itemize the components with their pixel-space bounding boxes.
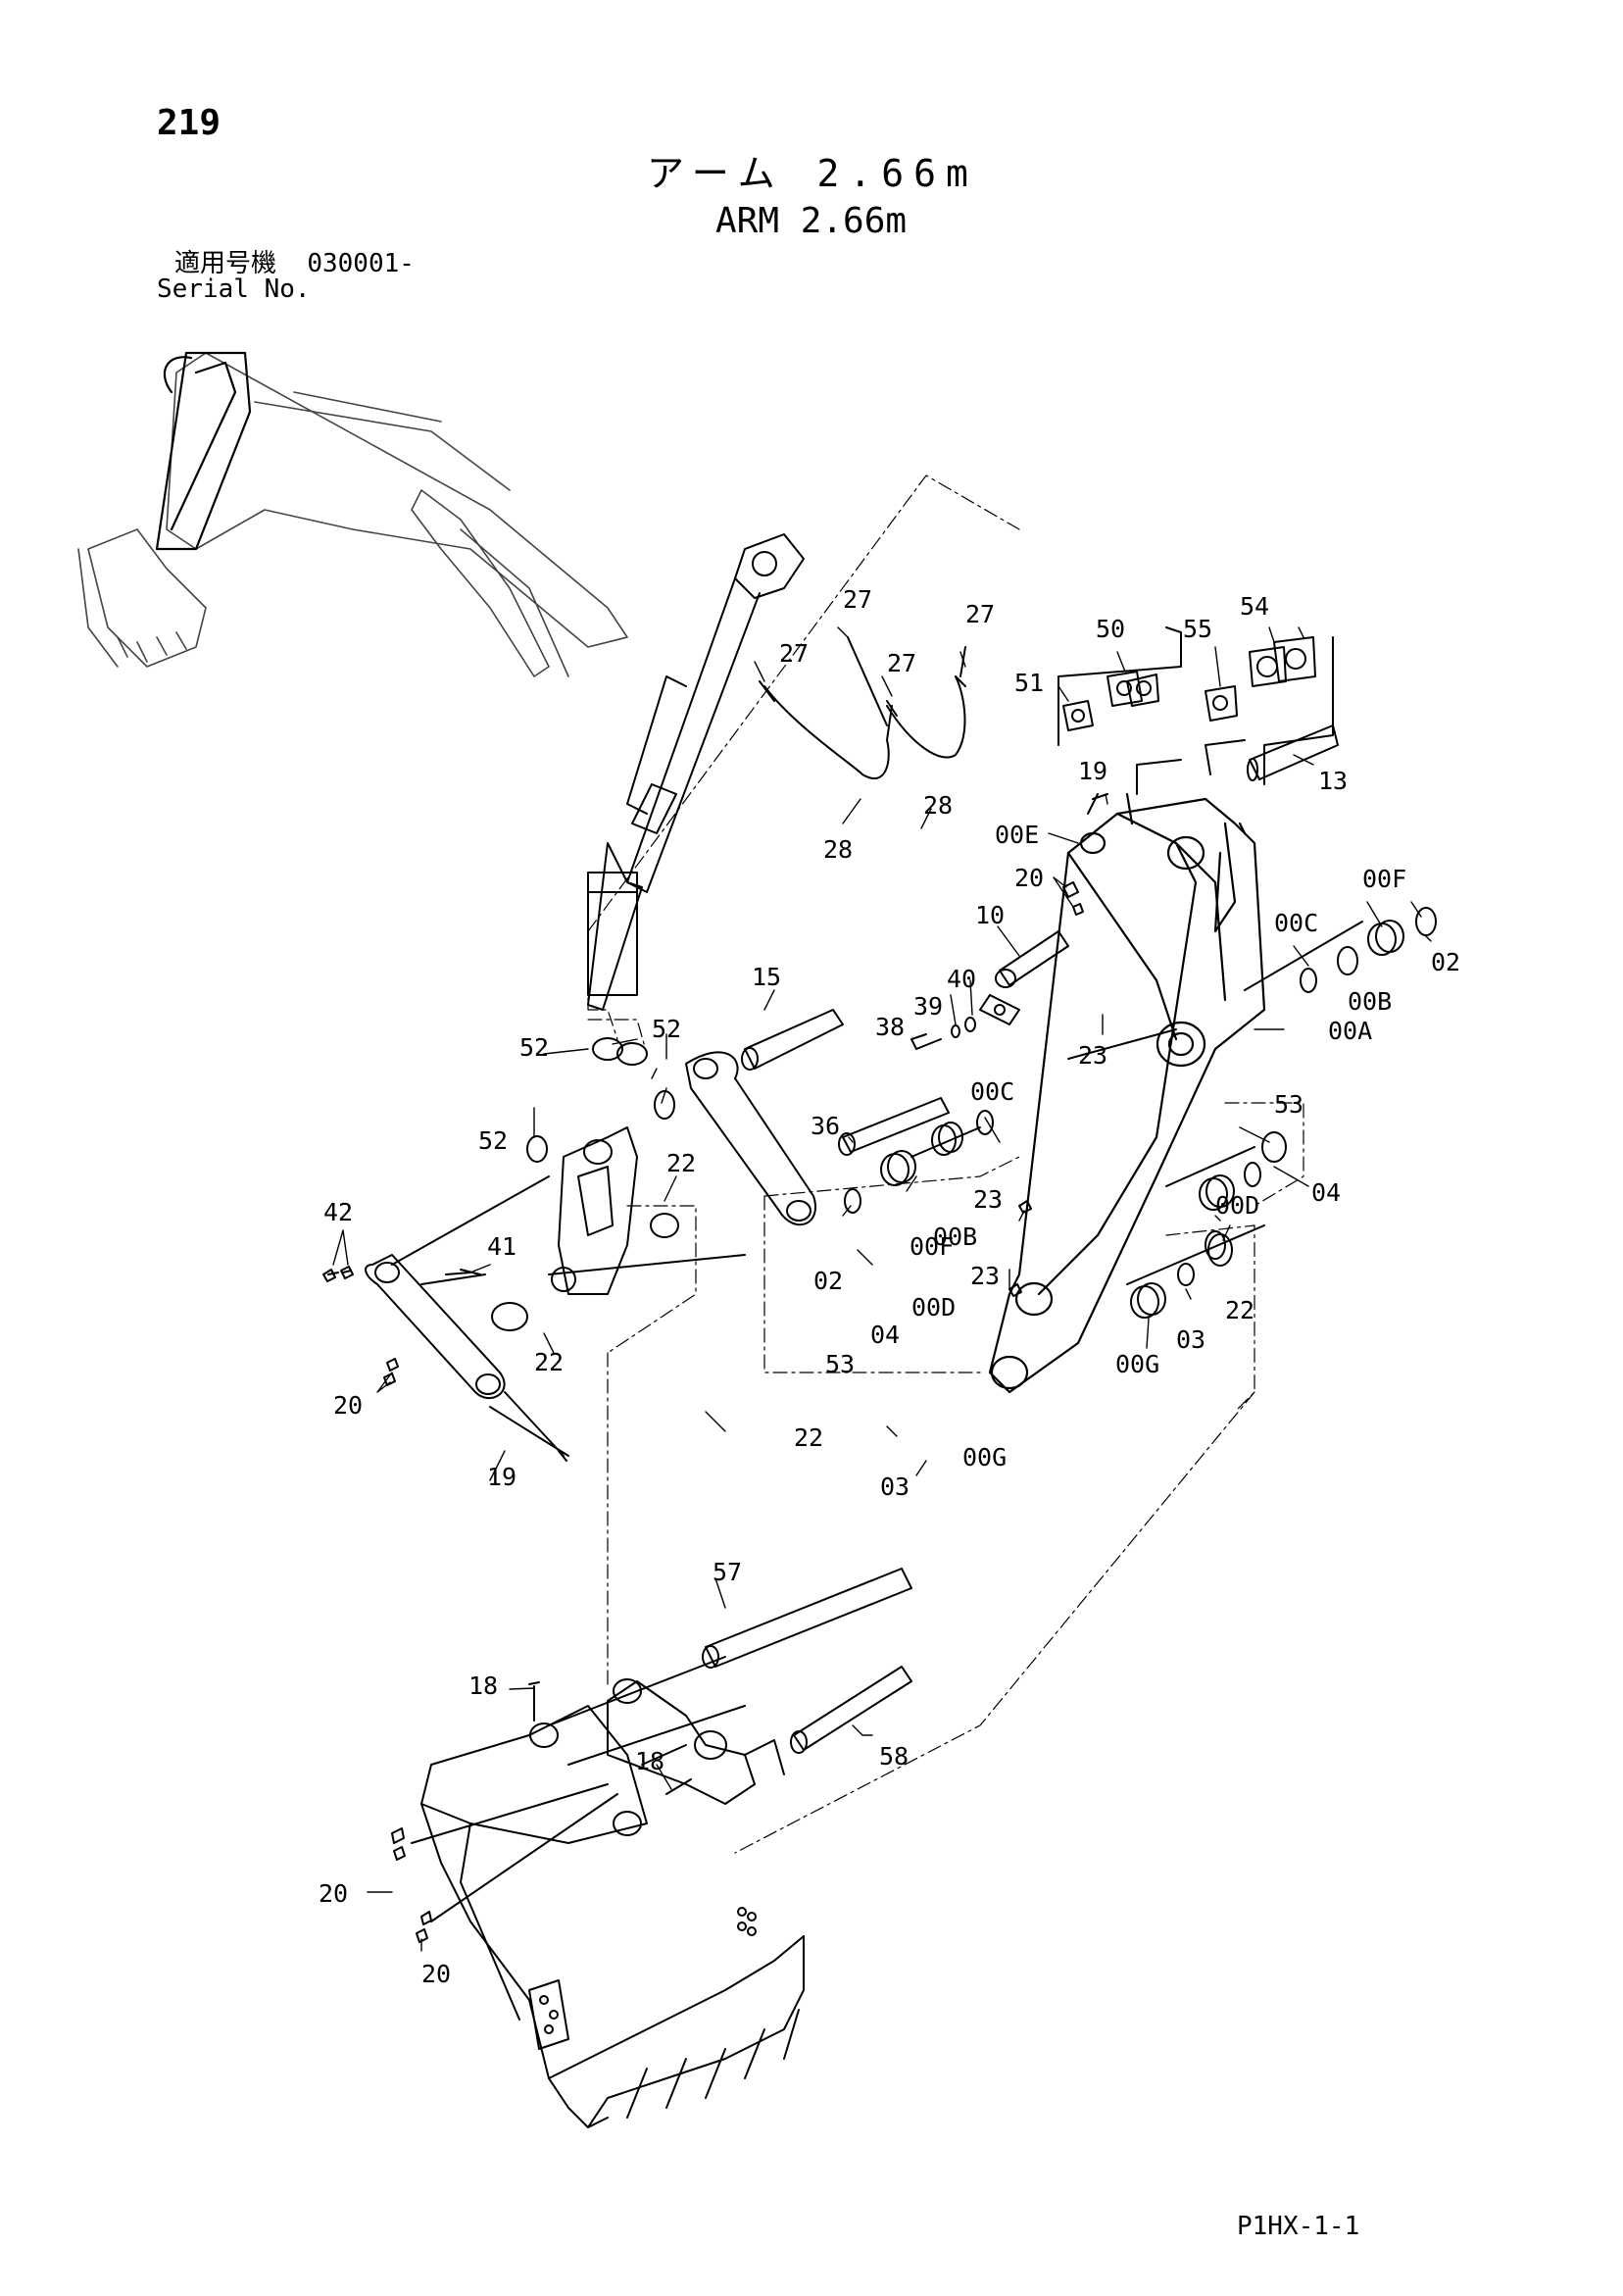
callout-label: 00E [995, 821, 1039, 849]
callout-label: 27 [779, 639, 809, 668]
callout-label: 20 [421, 1960, 451, 1988]
assembly-frames [587, 474, 1304, 1854]
callout-label: 00B [933, 1223, 977, 1251]
pin-10-assembly [910, 793, 1108, 1050]
callout-label: 00C [970, 1077, 1014, 1106]
callout-label: 04 [870, 1321, 900, 1349]
callout-label: 00G [1115, 1350, 1159, 1378]
callout-label: 41 [487, 1232, 516, 1261]
callout-label: 40 [947, 965, 976, 993]
callout-label: 22 [534, 1348, 564, 1376]
callout-label: 15 [752, 963, 781, 991]
callout-label: 20 [333, 1391, 363, 1420]
serial-label-english: Serial No. [157, 275, 311, 304]
callout-label: 00D [911, 1293, 956, 1322]
callout-label: 36 [811, 1112, 840, 1140]
callout-label: 00C [1274, 909, 1318, 937]
bushings-right [1067, 907, 1437, 1319]
callout-label: 02 [813, 1267, 843, 1295]
callout-label: 38 [875, 1013, 905, 1041]
callout-label: 00F [1362, 865, 1406, 893]
callout-label: 53 [825, 1350, 855, 1378]
callout-label: 52 [652, 1015, 681, 1043]
callout-label: 58 [879, 1742, 909, 1771]
drawing-code: P1HX-1-1 [1237, 2212, 1360, 2241]
callout-label: 19 [487, 1463, 516, 1491]
callout-label: 22 [794, 1423, 823, 1452]
page-number: 219 [157, 103, 221, 143]
callout-label: 20 [1014, 864, 1044, 892]
callout-label: 22 [1225, 1296, 1254, 1324]
callout-label: 20 [319, 1879, 348, 1908]
callout-label: 27 [887, 649, 916, 677]
callout-label: 03 [1176, 1325, 1205, 1354]
callout-label: 27 [965, 600, 995, 628]
page-title-japanese: アーム 2.66m [647, 152, 978, 195]
callout-label: 54 [1240, 592, 1269, 621]
page-title-english: ARM 2.66m [715, 201, 908, 241]
callout-label: 51 [1014, 669, 1044, 697]
callout-label: 28 [923, 791, 953, 820]
callout-label: 03 [880, 1472, 910, 1501]
callout-label: 04 [1311, 1178, 1341, 1207]
callout-label: 02 [1431, 948, 1460, 976]
callout-label: 39 [913, 992, 943, 1021]
callout-label: 42 [323, 1198, 353, 1226]
serial-number-value: 030001- [307, 249, 415, 278]
arm-body [988, 792, 1266, 1394]
callout-label: 00B [1348, 987, 1392, 1016]
callout-label: 00A [1328, 1017, 1372, 1045]
callout-label: 10 [975, 901, 1005, 929]
callout-label: 22 [666, 1149, 696, 1177]
fasteners [322, 1200, 1226, 1462]
callout-label: 23 [970, 1262, 1000, 1290]
callout-label: 57 [713, 1558, 742, 1586]
bucket-assembly [391, 1568, 912, 2128]
pins-left [741, 1009, 994, 1214]
callout-label: 52 [519, 1033, 549, 1062]
callout-label: 18 [468, 1672, 498, 1700]
callout-label: 52 [478, 1126, 508, 1155]
callout-label: 13 [1318, 767, 1348, 795]
serial-label: 適用号機 030001- [174, 251, 415, 276]
callout-label: 23 [1078, 1041, 1107, 1070]
callout-label: 50 [1096, 615, 1125, 643]
callout-label: 28 [823, 835, 853, 864]
arm-links [327, 1037, 816, 1457]
callout-label: 00D [1215, 1191, 1259, 1220]
callout-label: 00G [962, 1443, 1007, 1472]
location-thumbnail [77, 351, 628, 677]
callout-label: 00F [910, 1232, 954, 1261]
leader-lines [332, 626, 1432, 1952]
callout-label: 55 [1183, 615, 1212, 643]
callout-label: 19 [1078, 757, 1107, 785]
callout-label: 23 [973, 1185, 1003, 1214]
callout-labels: 27 27 27 27 28 28 50 51 55 54 13 19 00E … [319, 585, 1460, 1988]
hoses [759, 636, 966, 779]
callout-label: 18 [635, 1747, 664, 1775]
arm-cylinder [587, 533, 805, 1011]
callout-label: 53 [1274, 1090, 1303, 1119]
shims [1057, 626, 1339, 795]
serial-label-japanese: 適用号機 [174, 249, 277, 278]
callout-label: 27 [843, 585, 872, 614]
